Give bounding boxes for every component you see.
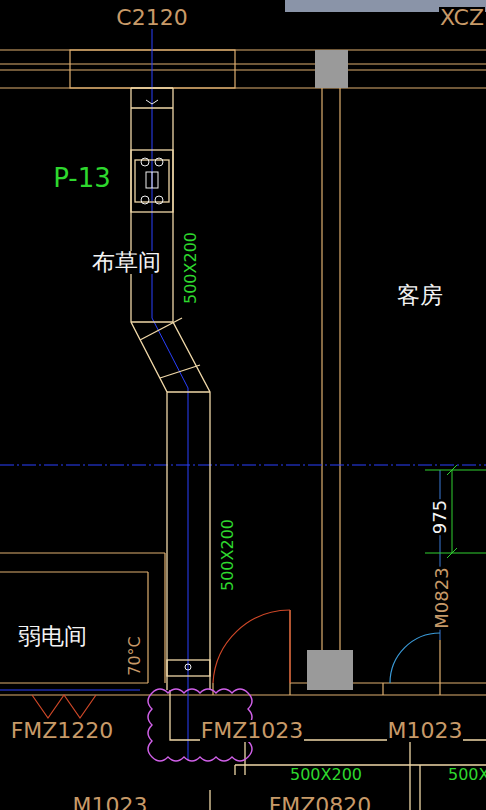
dimension: 975 — [431, 499, 449, 535]
door-label: M1023 — [387, 720, 464, 742]
duct-size: 500X200 — [289, 767, 363, 783]
door-label: M0823 — [433, 566, 451, 629]
duct-size: 500X200 — [447, 767, 486, 783]
room-name: 弱电间 — [17, 625, 88, 648]
door-label: FMZ0820 — [268, 795, 373, 810]
damper-label: 70°C — [127, 635, 143, 677]
window-label: XCZ — [439, 7, 485, 29]
door-label: FMZ1220 — [10, 720, 115, 742]
room-name: 客房 — [396, 284, 444, 307]
room-name: 布草间 — [91, 251, 162, 274]
window-label: C2120 — [115, 7, 188, 29]
duct-size: 500X200 — [220, 518, 236, 592]
door-label: FMZ1023 — [200, 720, 305, 742]
duct-size: 500X200 — [183, 231, 199, 305]
equipment-tag: P-13 — [52, 165, 112, 191]
door-label: M1023 — [72, 795, 149, 810]
